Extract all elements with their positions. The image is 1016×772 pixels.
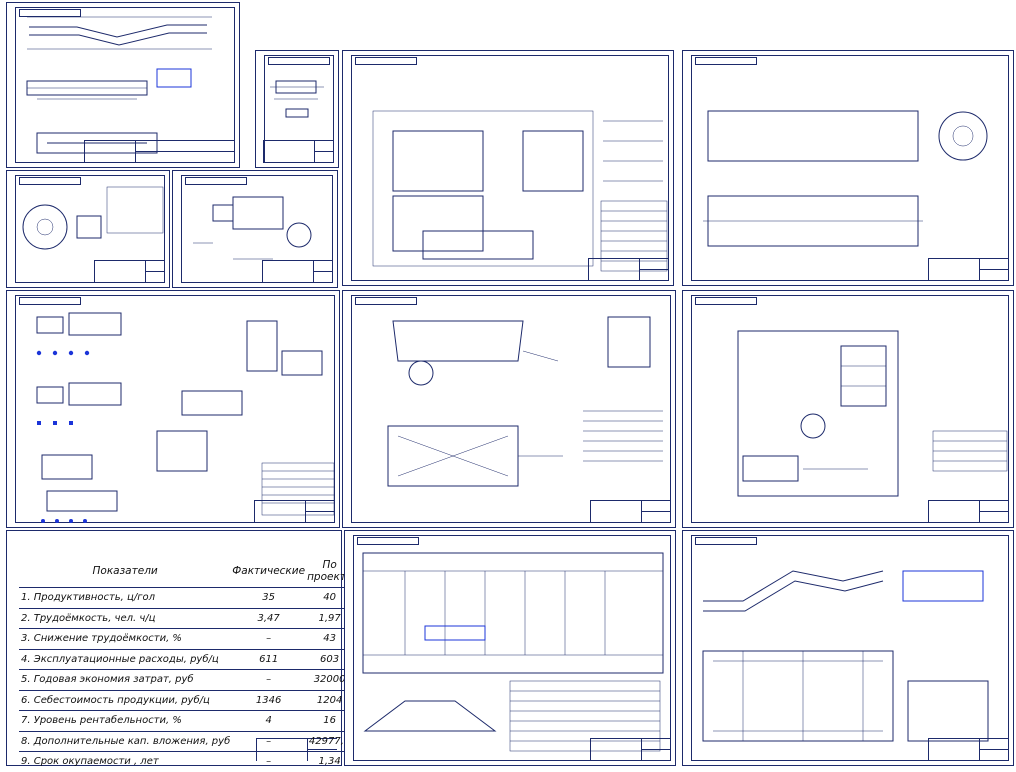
- header-project: По проекту: [307, 559, 353, 583]
- row-actual: 1346: [231, 689, 307, 711]
- drawing-sheet-site-plan: [342, 50, 674, 286]
- feed-shop-layout-drawing: [737, 330, 1008, 497]
- row-label: 4. Эксплуатационные расходы, руб/ц: [19, 648, 232, 670]
- site-plan-drawing: [372, 110, 668, 272]
- title-block: [263, 140, 334, 163]
- title-block: [84, 140, 235, 163]
- header-actual: Фактические: [232, 565, 306, 577]
- row-project: 1,34: [306, 751, 354, 772]
- drawing-sheet-feed-shop-layout: [682, 290, 1014, 528]
- feed-mixer-drawing: [387, 316, 663, 487]
- header-indicators: Показатели: [92, 565, 158, 577]
- conveyor-frame-drawing: [702, 570, 989, 742]
- row-project: 1,97: [306, 607, 354, 629]
- title-block: [590, 738, 671, 761]
- title-block: [928, 738, 1009, 761]
- table-header-row: Показатели Фактические По проекту: [19, 555, 353, 588]
- row-project: 603: [306, 648, 354, 670]
- sprocket-drawing: [22, 186, 164, 250]
- conveyor-drawing: [26, 16, 212, 154]
- drawing-sheet-pulley: [172, 170, 338, 288]
- barn-plan-drawing: [362, 552, 664, 752]
- row-label: 3. Снижение трудоёмкости, %: [19, 628, 232, 649]
- drawing-sheet-performance-indicators: Показатели Фактические По проекту 1. Про…: [6, 530, 354, 772]
- row-actual: 35: [231, 587, 307, 608]
- title-block: [588, 258, 669, 281]
- table-row: 8. Дополнительные кап. вложения, руб–429…: [19, 730, 354, 752]
- row-project: 40: [306, 587, 354, 608]
- drawing-sheet-feed-mixer: [342, 290, 676, 528]
- drawing-sheet-conveyor-assembly: [6, 2, 240, 168]
- row-actual: 3,47: [231, 607, 307, 629]
- title-block: [262, 260, 333, 283]
- row-actual: –: [231, 628, 307, 649]
- title-block: [590, 500, 671, 523]
- performance-table-container: Показатели Фактические По проекту 1. Про…: [19, 555, 354, 772]
- title-block: [254, 500, 335, 523]
- feeding-schemes-drawing: [36, 312, 335, 523]
- drawing-sheet-conveyor-frame: [682, 530, 1014, 766]
- pulley-drawing: [193, 196, 312, 260]
- row-label: 9. Срок окупаемости , лет: [19, 751, 232, 772]
- drum-drawing: [703, 110, 988, 247]
- row-project: 42977,5: [306, 730, 354, 752]
- drawing-sheet-feeding-schemes: [6, 290, 340, 528]
- row-label: 6. Себестоимость продукции, руб/ц: [19, 689, 232, 711]
- table-row: 9. Срок окупаемости , лет–1,34: [19, 751, 354, 772]
- row-actual: –: [231, 669, 307, 690]
- row-label: 8. Дополнительные кап. вложения, руб: [19, 730, 232, 752]
- title-block: [94, 260, 165, 283]
- row-label: 7. Уровень рентабельности, %: [19, 710, 232, 731]
- table-row: 3. Снижение трудоёмкости, %–43: [19, 628, 354, 649]
- title-block: [928, 500, 1009, 523]
- row-project: 32000: [306, 669, 354, 690]
- row-project: 43: [306, 628, 354, 649]
- title-block: [928, 258, 1009, 281]
- performance-table: Показатели Фактические По проекту 1. Про…: [19, 555, 354, 772]
- drawing-sheet-barn-plan: [344, 530, 676, 766]
- row-label: 5. Годовая экономия затрат, руб: [19, 669, 232, 690]
- row-label: 1. Продуктивность, ц/гол: [19, 587, 232, 608]
- row-project: 16: [306, 710, 354, 731]
- drawing-sheet-drum: [682, 50, 1014, 286]
- drawing-sheet-shaft: [255, 50, 339, 168]
- table-row: 5. Годовая экономия затрат, руб–32000: [19, 669, 354, 690]
- row-actual: –: [231, 730, 307, 752]
- row-actual: 4: [231, 710, 307, 731]
- row-actual: –: [231, 751, 307, 772]
- drawing-sheet-sprocket: [6, 170, 170, 288]
- shaft-drawing: [270, 80, 324, 118]
- row-label: 2. Трудоёмкость, чел. ч/ц: [19, 607, 232, 629]
- row-actual: 611: [231, 648, 307, 670]
- row-project: 1204: [306, 689, 354, 711]
